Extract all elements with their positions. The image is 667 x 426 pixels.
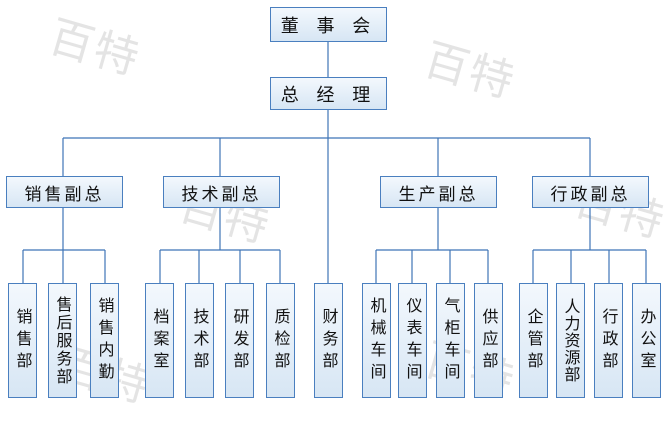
node-dept-supply: 供应部 — [474, 283, 503, 398]
node-dept-rnd: 研发部 — [225, 283, 254, 398]
node-dept-office: 办公室 — [632, 283, 661, 398]
node-dept-administration: 行政部 — [594, 283, 623, 398]
node-dept-gasholder-shop: 气柜车间 — [436, 283, 465, 398]
node-dept-quality: 质检部 — [266, 283, 295, 398]
node-dept-enterprise-mgmt: 企管部 — [519, 283, 548, 398]
node-dept-hr: 人力资源部 — [556, 283, 585, 398]
node-dept-technology: 技术部 — [185, 283, 214, 398]
node-dept-machine-shop: 机械车间 — [362, 283, 391, 398]
node-vp-admin: 行政副总 — [532, 176, 649, 208]
node-dept-finance: 财务部 — [314, 283, 343, 398]
node-vp-sales: 销售副总 — [6, 176, 123, 208]
node-dept-sales: 销售部 — [8, 283, 37, 398]
node-dept-sales-office: 销售内勤 — [90, 283, 119, 398]
node-vp-production: 生产副总 — [380, 176, 497, 208]
node-dept-instrument-shop: 仪表车间 — [398, 283, 427, 398]
node-dept-after-sales: 售后服务部 — [48, 283, 77, 398]
node-dept-archive: 档案室 — [145, 283, 174, 398]
node-board: 董 事 会 — [270, 7, 387, 42]
node-general-manager: 总 经 理 — [270, 77, 387, 110]
node-vp-tech: 技术副总 — [163, 176, 280, 208]
